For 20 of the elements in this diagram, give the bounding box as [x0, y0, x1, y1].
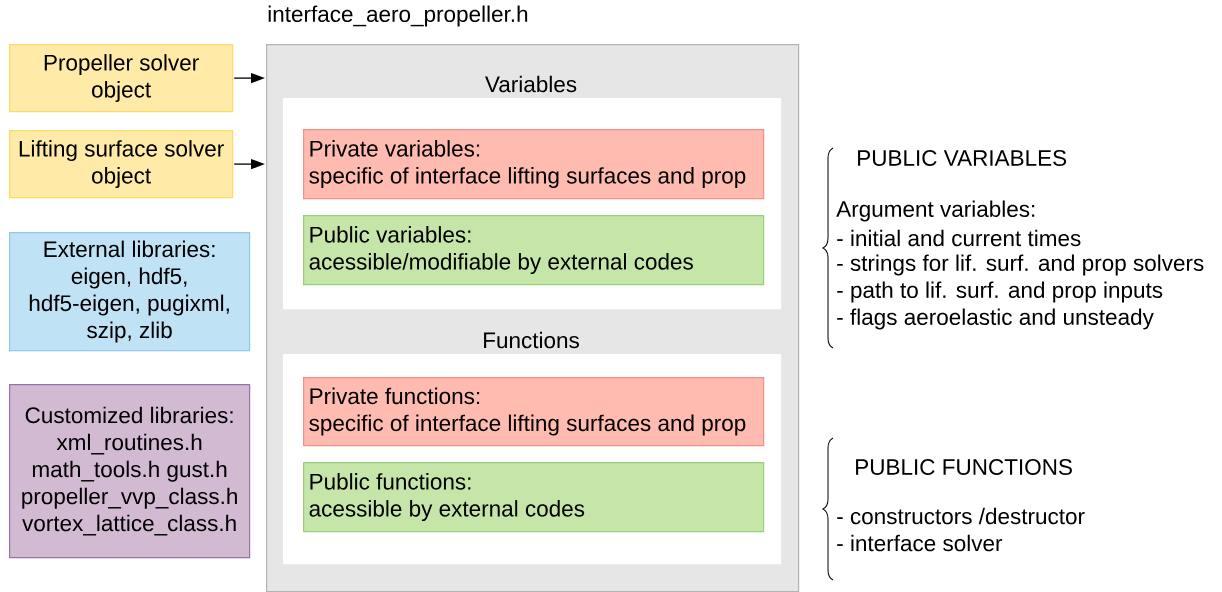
section-heading: Variables	[485, 75, 577, 93]
section-heading: PUBLIC VARIABLES	[858, 150, 1067, 166]
list-heading: Argument variables:	[836, 200, 1035, 222]
functions-box: Private functions: specific of interface lifting surfaces and prop	[303, 377, 765, 447]
library-box: Customized libraries: xml_routines.h math_tools.h gust.h propeller_vvp_class.h vortex_lattice_class.h	[9, 384, 251, 559]
list-item: - flags aeroelastic and unsteady	[837, 308, 1154, 330]
section-heading: Functions	[484, 331, 579, 349]
variables-box: Public variables: acessible/modifiable by external codes	[303, 215, 765, 286]
object-box: Propeller solver object	[9, 44, 234, 113]
file-name: interface_aero_propeller.h	[268, 5, 528, 27]
variables-box: Private variables: specific of interface lifting surfaces and prop	[303, 129, 765, 200]
list-item: - initial and current times	[837, 229, 1081, 247]
list-item: - path to lif. surf. and prop inputs	[837, 281, 1163, 303]
library-box: External libraries: eigen, hdf5, hdf5-eigen, pugixml, szip, zlib	[9, 232, 251, 352]
section-heading: PUBLIC FUNCTIONS	[856, 459, 1072, 475]
list-item: - interface solver	[837, 534, 1003, 552]
object-box: Lifting surface solver object	[9, 130, 234, 199]
list-item: - constructors /destructor	[837, 507, 1085, 525]
list-item: - strings for lif. surf. and prop solvers	[837, 254, 1204, 276]
functions-box: Public functions: acessible by external codes	[303, 462, 765, 533]
